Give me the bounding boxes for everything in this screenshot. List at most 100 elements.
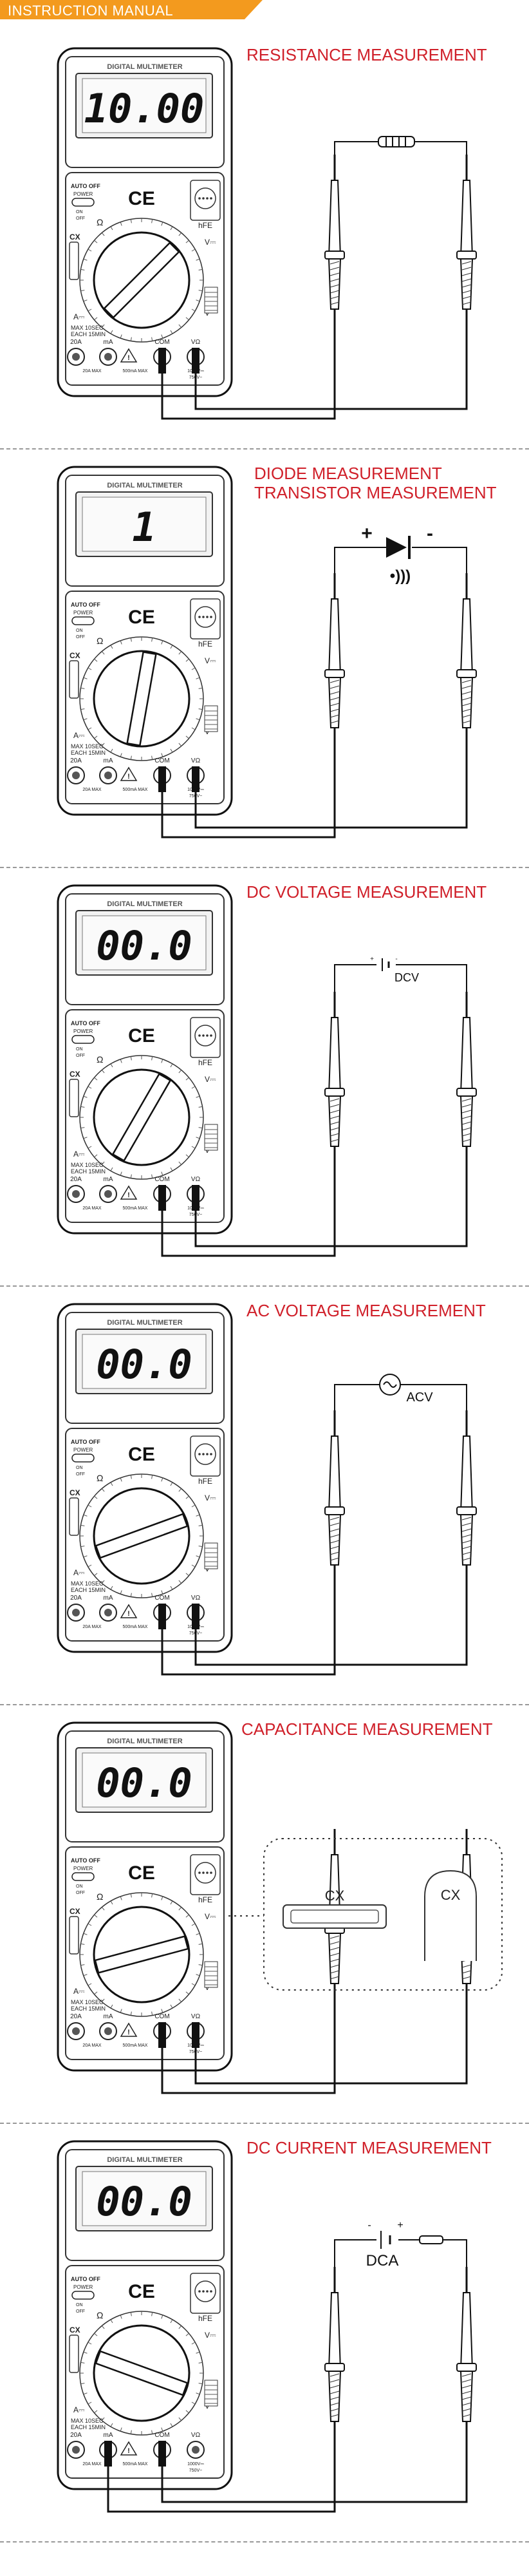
cx-label: CX bbox=[70, 2325, 80, 2334]
jack-label: 20A bbox=[70, 1595, 82, 1602]
dca-plus: + bbox=[397, 2220, 403, 2231]
dcv-label: DCV bbox=[394, 971, 419, 984]
fuse2-label: 500mA MAX bbox=[123, 788, 148, 792]
probe-body bbox=[459, 1435, 474, 1514]
probe-grip bbox=[329, 2385, 340, 2389]
fuse1-label: 20A MAX bbox=[82, 1625, 102, 1629]
dial-tick bbox=[185, 2333, 189, 2336]
dial-tick bbox=[101, 1907, 105, 1911]
cx-label: CX bbox=[70, 232, 80, 242]
probe-handle bbox=[328, 258, 342, 310]
probe-grip bbox=[461, 2385, 472, 2389]
dial-tick bbox=[196, 299, 200, 302]
probe-grip bbox=[461, 2414, 472, 2418]
probe-grip bbox=[461, 1534, 472, 1538]
dial-tick bbox=[196, 258, 200, 261]
dial-tick bbox=[88, 1983, 92, 1986]
knob-pointer bbox=[126, 650, 157, 747]
probe-grip bbox=[329, 1551, 340, 1555]
jack-core bbox=[72, 353, 80, 361]
plug-right bbox=[192, 766, 200, 792]
power-button bbox=[71, 1454, 95, 1463]
dial-tick bbox=[83, 718, 88, 721]
dial-tick bbox=[185, 1154, 189, 1158]
power-label: POWER bbox=[73, 610, 93, 616]
dial-tick bbox=[88, 2342, 92, 2345]
probe-grip bbox=[461, 1121, 472, 1125]
jack-label: mA bbox=[104, 339, 113, 346]
dial-tick bbox=[170, 1900, 173, 1905]
dial-tick bbox=[83, 1974, 88, 1976]
cx-slot bbox=[69, 1916, 79, 1955]
hfe-pin bbox=[198, 197, 201, 200]
jack-core bbox=[72, 2027, 80, 2035]
probe-grip bbox=[329, 1970, 340, 1974]
dial-tick bbox=[196, 1555, 200, 1558]
dial-tick bbox=[80, 2383, 85, 2385]
probe-grip bbox=[329, 708, 340, 712]
probe-handle bbox=[328, 1095, 342, 1147]
warning-triangle bbox=[120, 2022, 138, 2037]
acv-label: ACV bbox=[406, 1390, 433, 1405]
dial-tick bbox=[120, 222, 122, 226]
diode-symbol bbox=[386, 537, 407, 558]
warning-mark: ! bbox=[127, 1610, 130, 1618]
probe-grip bbox=[329, 703, 340, 706]
plug-left bbox=[158, 1604, 166, 1629]
probe-body bbox=[328, 180, 342, 258]
jack-core bbox=[192, 2446, 200, 2454]
probe-grip bbox=[329, 1110, 340, 1113]
dial-tick bbox=[161, 640, 163, 645]
jack-label: mA bbox=[104, 1595, 113, 1602]
fuse1-label: 20A MAX bbox=[82, 2462, 102, 2467]
instruction-banner: INSTRUCTION MANUAL bbox=[0, 0, 529, 22]
jack-label: VΩ bbox=[191, 339, 201, 346]
battery-minus: - bbox=[395, 956, 397, 963]
dial-tick bbox=[191, 249, 196, 252]
dial-tick bbox=[161, 222, 163, 226]
test-lead-left bbox=[107, 2421, 336, 2513]
cx-film-label: CX bbox=[325, 1888, 345, 1904]
probe-grip bbox=[329, 1522, 340, 1526]
dial-tick bbox=[94, 735, 98, 739]
probe-grip bbox=[329, 1104, 340, 1108]
power-button bbox=[71, 1872, 95, 1881]
jack-core bbox=[104, 2027, 112, 2035]
range-strip bbox=[204, 705, 218, 732]
jack-core bbox=[104, 353, 112, 361]
lcd-screen bbox=[82, 1752, 207, 1808]
dial-tick bbox=[101, 743, 105, 746]
probe-grip bbox=[461, 1528, 472, 1532]
probe-handle bbox=[328, 1933, 342, 1984]
probe-grip bbox=[329, 714, 340, 718]
probe-grip bbox=[329, 2391, 340, 2394]
dial-tick bbox=[196, 2351, 200, 2354]
dial-tick bbox=[151, 1475, 153, 1479]
probe-guard bbox=[324, 251, 345, 260]
dial-tick bbox=[83, 1555, 88, 1558]
ohm-label: Ω bbox=[97, 1473, 103, 1483]
probe-grip bbox=[461, 679, 472, 683]
dial-tick bbox=[185, 240, 189, 243]
range-strip bbox=[204, 1124, 218, 1151]
lcd-screen bbox=[82, 1334, 207, 1389]
vdc-label: V⎓ bbox=[205, 1912, 216, 1921]
dial-tick bbox=[161, 1590, 163, 1595]
probe-grip bbox=[461, 1522, 472, 1526]
dial-tick bbox=[120, 753, 122, 757]
meter-brand: DIGITAL MULTIMETER bbox=[107, 63, 182, 71]
power-button bbox=[71, 2291, 95, 2300]
dial-tick bbox=[191, 308, 196, 312]
fuse1-label: 20A MAX bbox=[82, 369, 102, 374]
fuse2-label: 500mA MAX bbox=[123, 1625, 148, 1629]
on-label: ON bbox=[76, 629, 83, 633]
each-label: EACH 15MIN bbox=[71, 331, 106, 337]
probe-grip bbox=[461, 2396, 472, 2400]
adc-label: A⎓ bbox=[73, 2405, 85, 2414]
dial-tick bbox=[151, 1174, 153, 1179]
jack-label: VΩ bbox=[191, 757, 201, 764]
power-button bbox=[71, 198, 95, 207]
ohm-label: Ω bbox=[97, 1891, 103, 1902]
